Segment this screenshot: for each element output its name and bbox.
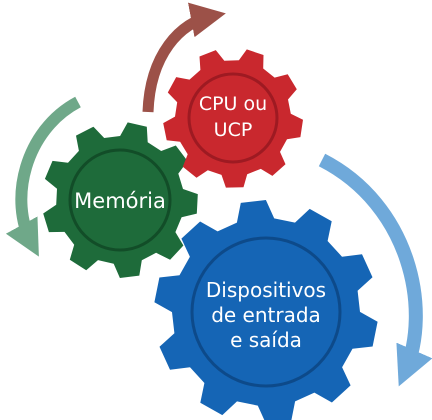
arrow-right	[318, 153, 432, 387]
gear-dispositivos-label-line-2: de entrada	[211, 303, 321, 327]
arrow-left	[5, 96, 81, 257]
gear-memoria: Memória	[43, 122, 198, 279]
arrow-top	[142, 2, 226, 113]
gear-cpu: CPU ou UCP	[163, 49, 303, 188]
gear-dispositivos: Dispositivos de entrada e saída	[154, 200, 378, 420]
gear-memoria-rim	[68, 148, 172, 252]
gear-dispositivos-label-line-3: e saída	[230, 328, 302, 352]
gear-cpu-label-line-1: CPU ou	[199, 93, 267, 115]
gear-dispositivos-label-line-1: Dispositivos	[206, 278, 326, 302]
gear-memoria-label-line-1: Memória	[74, 189, 166, 213]
gear-cpu-label-line-2: UCP	[214, 119, 253, 141]
gear-dispositivos-rim	[190, 236, 342, 388]
gear-cpu-rim	[187, 72, 279, 164]
